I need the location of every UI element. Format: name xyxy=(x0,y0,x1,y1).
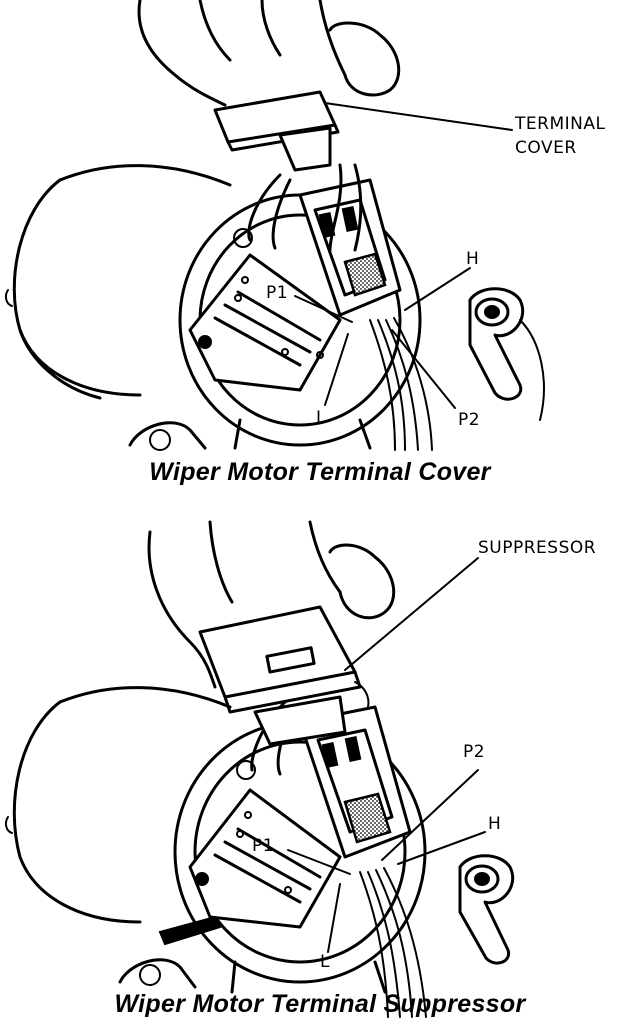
label-l: L xyxy=(320,952,330,972)
leader-lines xyxy=(294,102,513,409)
terminal-suppressor xyxy=(198,605,370,746)
label-terminal-line2: COVER xyxy=(515,138,577,158)
connector-block xyxy=(298,178,402,317)
label-terminal-line1: TERMINAL xyxy=(515,114,606,134)
motor-housing xyxy=(4,164,545,451)
caption-terminal-cover: Wiper Motor Terminal Cover xyxy=(149,458,491,486)
leader-suppressor xyxy=(344,557,479,671)
label-h: H xyxy=(466,249,480,269)
leader-terminal-cover xyxy=(324,102,513,131)
leader-p2 xyxy=(381,769,479,861)
label-p1: P1 xyxy=(266,283,289,303)
label-p2: P2 xyxy=(463,742,486,762)
wire-harness xyxy=(233,163,433,451)
label-l: L xyxy=(316,408,326,428)
label-p1: P1 xyxy=(252,836,275,856)
leader-l xyxy=(327,883,341,953)
leader-p1 xyxy=(287,849,351,875)
leader-p2 xyxy=(391,329,456,409)
terminal-cover xyxy=(213,90,340,172)
label-h: H xyxy=(488,814,502,834)
hand-illustration xyxy=(137,0,401,107)
label-suppressor: SUPPRESSOR xyxy=(478,538,597,558)
figure-terminal-cover: TERMINAL COVER H P1 P2 L Wiper Motor Ter… xyxy=(0,0,640,500)
wiper-motor-suppressor-illustration xyxy=(4,520,515,1018)
wiper-motor-illustration xyxy=(4,0,545,451)
figure-terminal-suppressor: SUPPRESSOR P2 H P1 L Wiper Motor Termina… xyxy=(0,512,640,1024)
leader-p1 xyxy=(294,295,353,323)
leader-l xyxy=(324,333,349,406)
label-p2: P2 xyxy=(458,410,481,430)
caption-terminal-suppressor: Wiper Motor Terminal Suppressor xyxy=(114,990,526,1018)
connector-block xyxy=(298,705,412,859)
leader-h xyxy=(404,267,471,311)
leader-h xyxy=(397,831,486,865)
hand-illustration xyxy=(147,520,396,689)
leader-lines xyxy=(287,557,486,953)
